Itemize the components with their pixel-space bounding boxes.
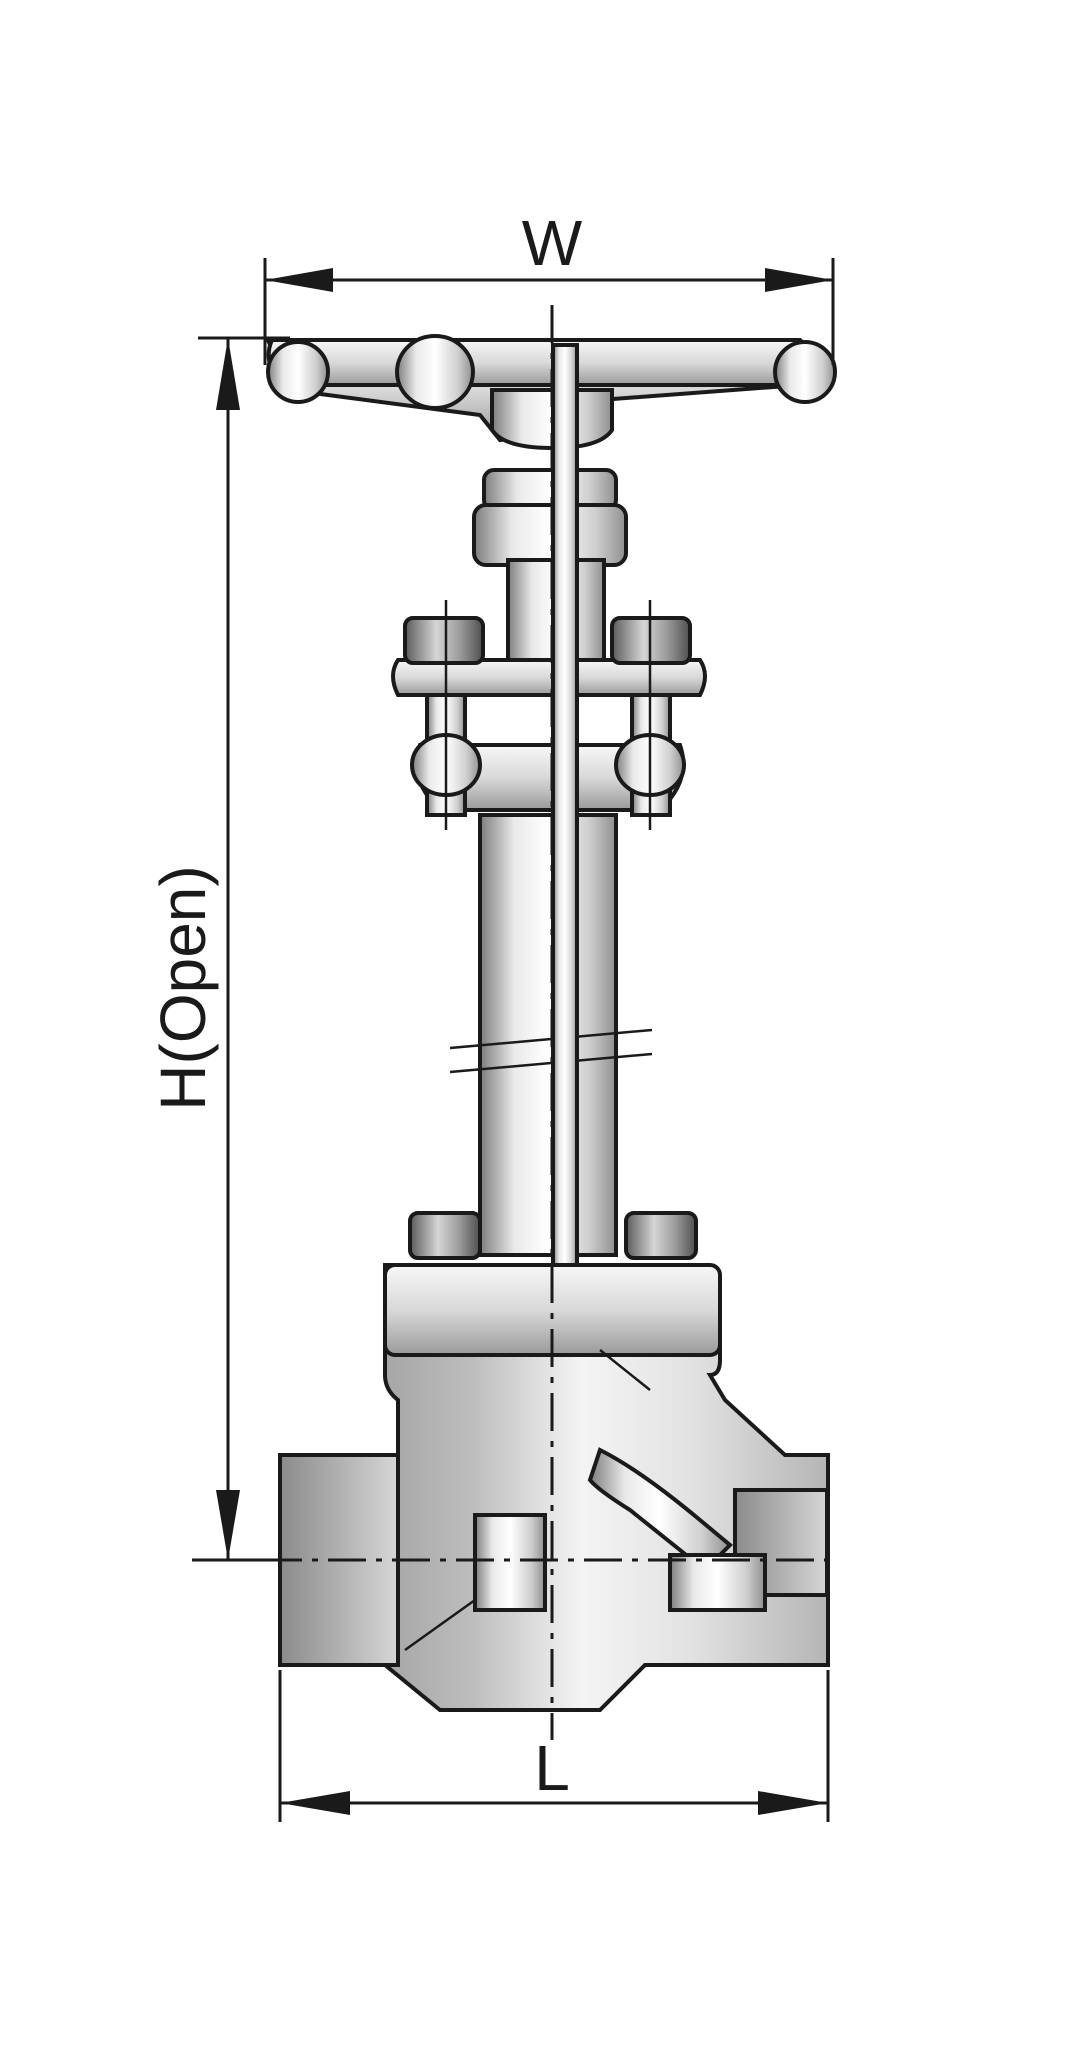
width-label: W [522,207,583,279]
handwheel-rim [266,338,813,387]
bonnet-bolt-left [408,1211,482,1260]
dimension-width: W [263,207,835,365]
disc-guide [587,1447,733,1573]
outlet-bore [668,1553,767,1612]
seat-chamber [473,1513,547,1612]
handwheel-knob-far-left [266,340,330,404]
gland-bolt-right [610,600,692,830]
gland-nut [472,468,628,567]
dimension-length: L [278,1670,830,1822]
valve-body [278,1263,830,1712]
length-label: L [534,1732,570,1804]
dimension-height: H(Open) [147,336,290,1562]
height-label: H(Open) [147,865,219,1110]
gland-bolt-left [403,600,485,830]
handwheel-knob-left [395,334,475,410]
handwheel-knob-right [773,340,837,404]
bonnet-bolt-right [624,1211,698,1260]
